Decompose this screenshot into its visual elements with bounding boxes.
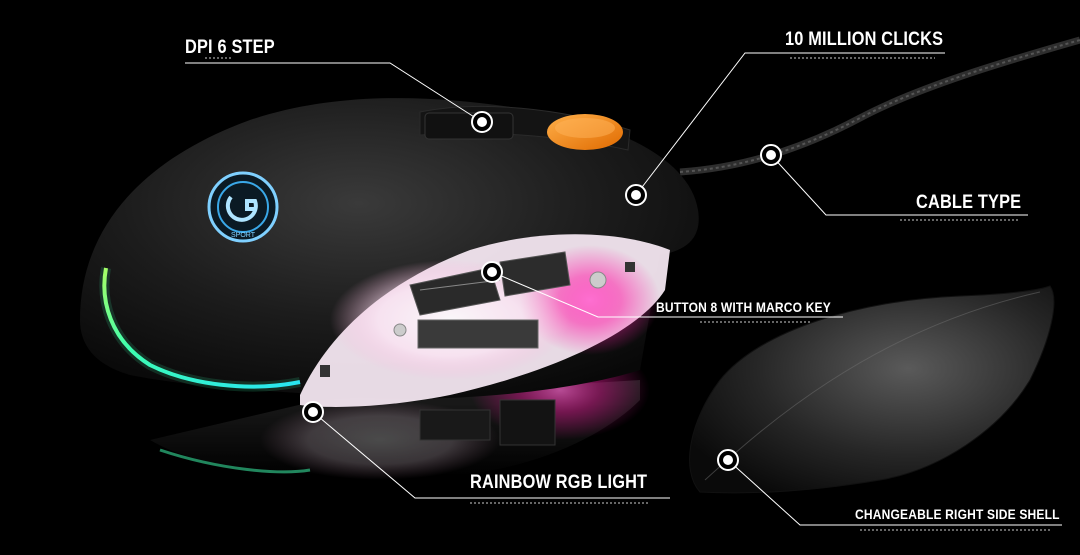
dpi-line [185,62,483,123]
rgb-line [312,411,670,499]
shell-line [727,459,1062,526]
rgb-light-strip [102,267,301,389]
callout-lines [185,52,1062,526]
cable-line [770,154,1028,216]
clicks-line [635,52,945,196]
button8-marker [481,261,503,283]
shell-label: CHANGEABLE RIGHT SIDE SHELL [855,506,1060,522]
shell-marker [717,449,739,471]
cable-label: CABLE TYPE [916,192,1022,213]
logo-text: SPORT [231,232,256,239]
callout-markers [302,111,782,471]
side-buttons [409,251,571,349]
dpi-button [424,112,514,140]
rgb-marker [302,401,324,423]
rgb-label: RAINBOW RGB LIGHT [470,472,648,493]
clicks-marker [625,184,647,206]
clicks-label: 10 MILLION CLICKS [785,29,944,50]
cable-marker [760,144,782,166]
brand-logo: SPORT [207,171,279,243]
button8-line [491,271,843,318]
side-shell [689,285,1055,494]
dpi-marker [471,111,493,133]
button8-label: BUTTON 8 WITH MARCO KEY [656,299,831,315]
dpi-label: DPI 6 STEP [185,37,275,58]
